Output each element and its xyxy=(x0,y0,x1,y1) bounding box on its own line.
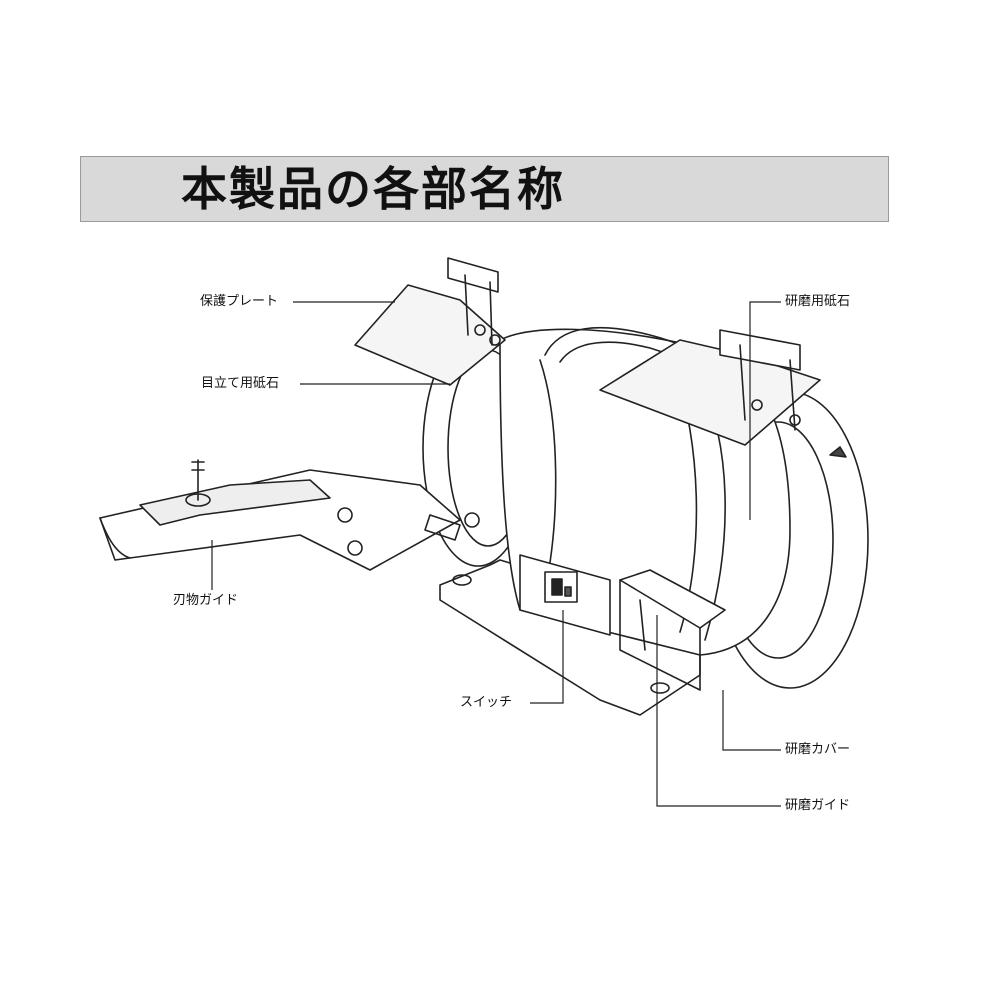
title-band: 本製品の各部名称 xyxy=(80,156,889,222)
page-title: 本製品の各部名称 xyxy=(181,162,565,216)
label-grinding-guide: 研磨ガイド xyxy=(785,798,851,813)
guard-plate-left xyxy=(354,257,506,386)
label-grinding-stone: 研磨用砥石 xyxy=(785,294,851,309)
blade-guide-arm xyxy=(99,459,480,571)
base-mount-hole xyxy=(452,574,472,586)
label-sharpening-stone: 目立て用砥石 xyxy=(201,376,280,391)
label-switch: スイッチ xyxy=(460,695,513,710)
leader-grinding-cover xyxy=(722,690,781,751)
leader-grinding-stone xyxy=(749,301,781,520)
label-guard-plate: 保護プレート xyxy=(200,294,279,309)
label-grinding-cover: 研磨カバー xyxy=(785,742,851,757)
base-mount-hole xyxy=(650,682,670,694)
label-blade-guide: 刃物ガイド xyxy=(173,593,239,608)
leader-switch xyxy=(530,610,564,704)
leader-grinding-guide xyxy=(656,615,781,807)
guard-plate-right xyxy=(599,329,821,446)
grinding-guide-rest xyxy=(619,569,726,691)
switch-panel xyxy=(519,554,611,636)
